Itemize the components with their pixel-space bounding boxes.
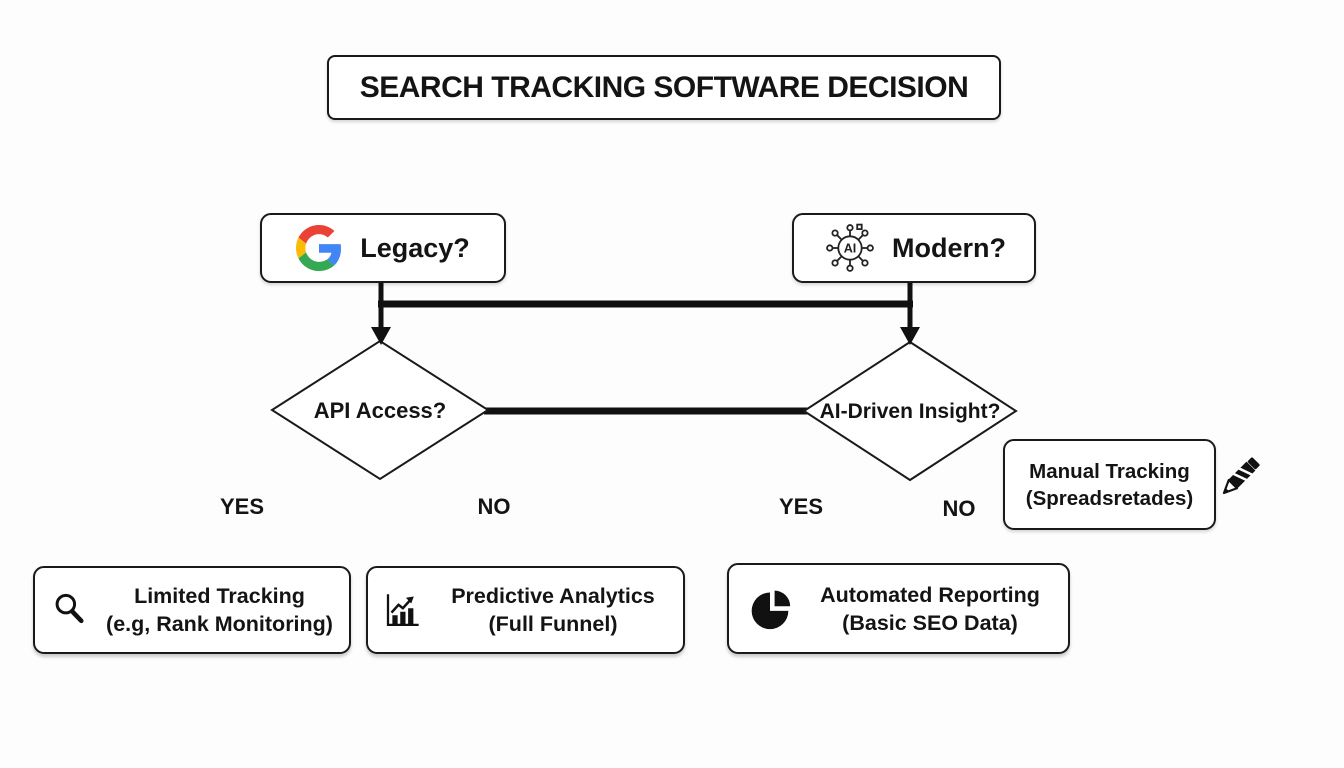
manual-tracking-line2: (Spreadsretades) xyxy=(1025,486,1194,510)
limited-tracking-node: Limited Tracking (e.g, Rank Monitoring) xyxy=(33,566,351,654)
predictive-analytics-line1: Predictive Analytics xyxy=(451,584,655,608)
legacy-node: Legacy? xyxy=(260,213,506,283)
automated-reporting-line2: (Basic SEO Data) xyxy=(842,610,1018,635)
ai-driven-diamond xyxy=(802,340,1018,482)
predictive-analytics-node: Predictive Analytics (Full Funnel) xyxy=(366,566,685,654)
ai-driven-insight-label: AI-Driven Insight? xyxy=(819,400,1001,423)
predictive-analytics-line2: (Full Funnel) xyxy=(488,612,618,636)
manual-tracking-node: Manual Tracking (Spreadsretades) xyxy=(1003,439,1216,530)
api-yes-label: YES xyxy=(219,494,265,519)
google-logo-icon xyxy=(296,225,342,271)
api-access-diamond xyxy=(270,339,490,481)
page-title: SEARCH TRACKING SOFTWARE DECISION xyxy=(359,70,969,104)
arrow-down-icon xyxy=(371,327,391,345)
ai-yes-label: YES xyxy=(778,494,824,519)
manual-tracking-line1: Manual Tracking xyxy=(1029,459,1190,483)
limited-tracking-line1: Limited Tracking xyxy=(134,584,305,608)
automated-reporting-line1: Automated Reporting xyxy=(820,582,1040,607)
trend-chart-icon xyxy=(368,589,423,631)
pie-chart-icon xyxy=(729,587,792,631)
pencil-icon xyxy=(1210,446,1268,510)
limited-tracking-line2: (e.g, Rank Monitoring) xyxy=(106,612,333,636)
magnifier-icon xyxy=(35,590,90,630)
modern-node-label: Modern? xyxy=(892,232,1006,263)
automated-reporting-node: Automated Reporting (Basic SEO Data) xyxy=(727,563,1070,654)
ai-network-icon: AI xyxy=(822,221,878,275)
api-access-label: API Access? xyxy=(313,398,447,423)
ai-icon-text: AI xyxy=(844,242,857,256)
legacy-node-label: Legacy? xyxy=(360,232,470,263)
arrow-down-icon xyxy=(900,327,920,345)
api-no-label: NO xyxy=(477,494,511,519)
title-box: SEARCH TRACKING SOFTWARE DECISION xyxy=(327,55,1001,120)
modern-node: AI Modern? xyxy=(792,213,1036,283)
ai-no-label: NO xyxy=(942,496,976,521)
